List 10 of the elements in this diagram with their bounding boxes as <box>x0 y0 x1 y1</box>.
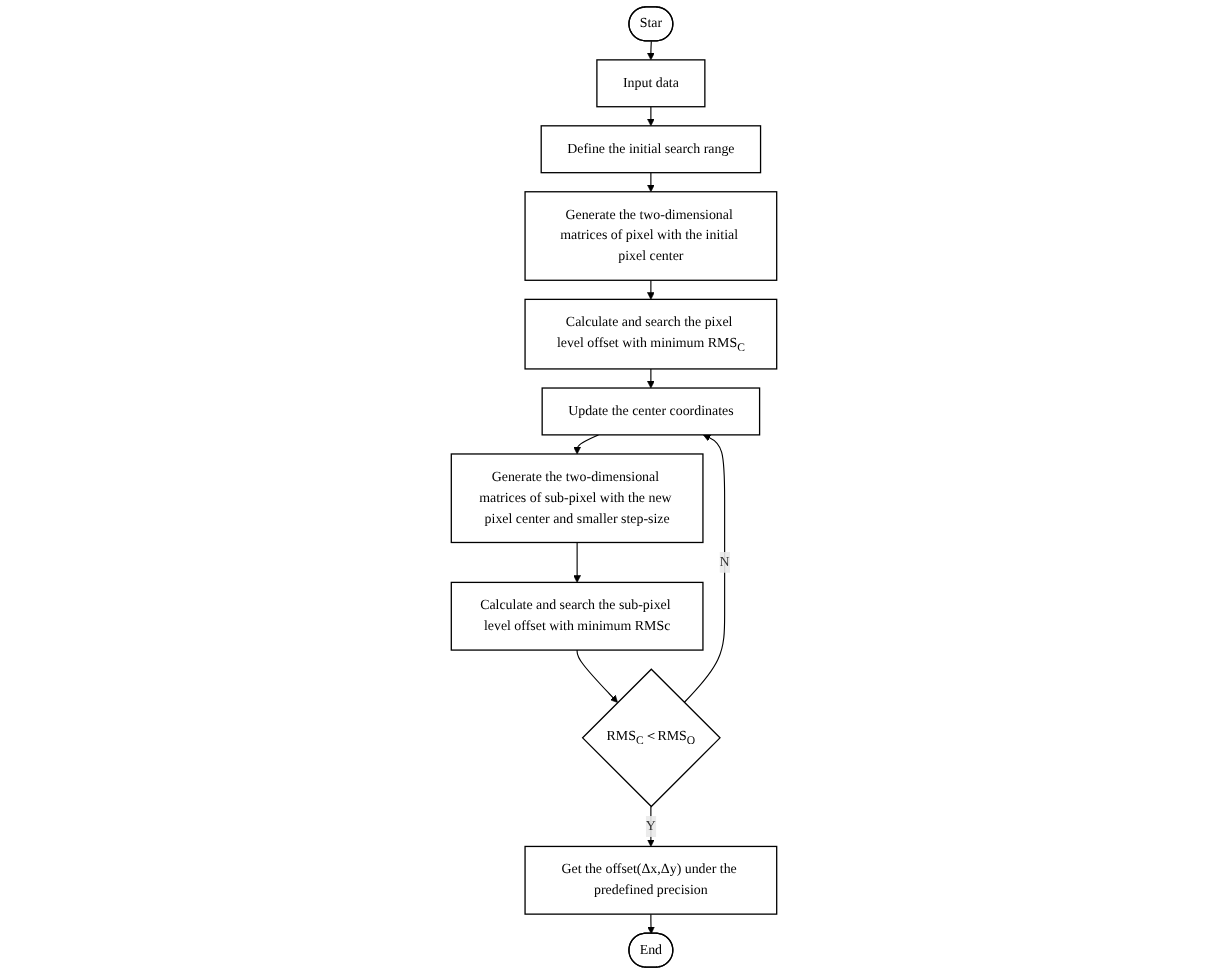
arrow <box>647 279 655 300</box>
arrow <box>647 368 655 389</box>
arrow <box>647 40 655 61</box>
arrow <box>647 913 655 934</box>
arrow <box>647 172 655 193</box>
arrow <box>683 434 726 704</box>
arrow <box>647 106 655 127</box>
arrow <box>573 434 600 455</box>
arrow <box>576 649 618 703</box>
arrow <box>573 541 581 583</box>
